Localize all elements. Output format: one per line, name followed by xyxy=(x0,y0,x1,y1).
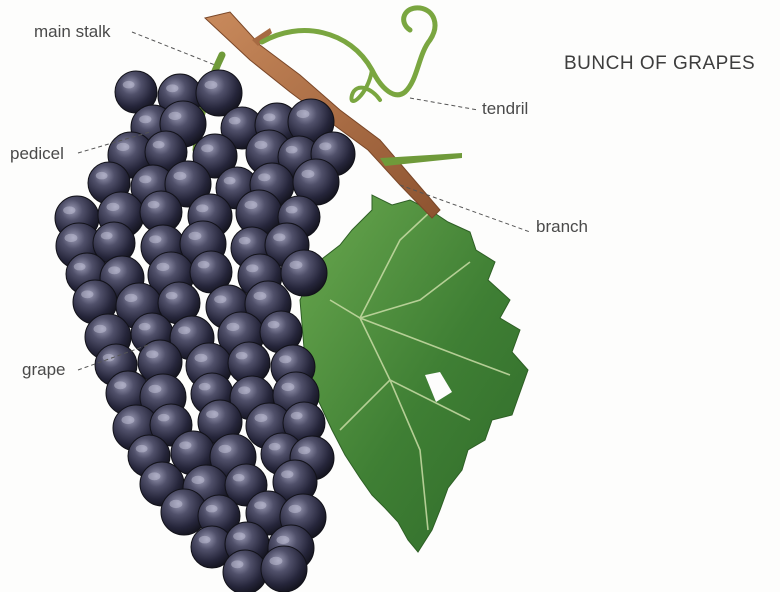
diagram-title: BUNCH OF GRAPES xyxy=(564,53,755,75)
grape-highlight xyxy=(74,263,86,271)
grape-highlight xyxy=(270,557,283,565)
grape-highlight xyxy=(179,441,191,449)
grape-berry xyxy=(261,546,307,592)
grape-highlight xyxy=(281,470,293,478)
grape-berry xyxy=(281,250,327,296)
grape-highlight xyxy=(122,416,135,424)
grape-highlight xyxy=(263,113,275,121)
grape-highlight xyxy=(63,206,75,214)
grape-highlight xyxy=(123,81,135,89)
grape-highlight xyxy=(117,143,130,151)
grape-highlight xyxy=(192,476,205,484)
grape-highlight xyxy=(199,383,211,391)
grape-highlight xyxy=(139,323,151,331)
grape-highlight xyxy=(149,235,161,243)
grape-highlight xyxy=(205,81,218,89)
grape-berry xyxy=(223,550,267,592)
grape-highlight xyxy=(139,175,151,183)
grape-highlight xyxy=(239,237,251,245)
grape-highlight xyxy=(157,263,170,271)
grape-highlight xyxy=(219,445,232,453)
label-tendril: tendril xyxy=(482,99,528,119)
grape-highlight xyxy=(291,412,303,420)
grape-highlight xyxy=(199,536,211,544)
grape-highlight xyxy=(158,414,170,422)
grape-highlight xyxy=(231,560,243,568)
grape-highlight xyxy=(233,532,245,540)
grape-highlight xyxy=(258,173,270,181)
grape-highlight xyxy=(101,232,113,240)
grape-highlight xyxy=(302,170,315,178)
grape-highlight xyxy=(114,381,126,389)
grape-highlight xyxy=(289,505,302,513)
grape-highlight xyxy=(255,414,268,422)
grape-highlight xyxy=(170,500,183,508)
grape-highlight xyxy=(139,115,151,123)
label-main-stalk: main stalk xyxy=(34,22,111,42)
leaf xyxy=(300,195,528,552)
grape-highlight xyxy=(254,501,266,509)
label-grape: grape xyxy=(22,360,65,380)
grape-highlight xyxy=(201,144,213,152)
grape-highlight xyxy=(238,386,250,394)
grape-highlight xyxy=(255,141,268,149)
grape-highlight xyxy=(227,323,240,331)
grape-highlight xyxy=(233,474,245,482)
grape-highlight xyxy=(166,84,178,92)
label-pedicel: pedicel xyxy=(10,144,64,164)
grape-highlight xyxy=(149,385,162,393)
grape-highlight xyxy=(166,292,178,300)
grape-highlight xyxy=(319,142,331,150)
grape-highlight xyxy=(286,146,298,154)
grape-highlight xyxy=(282,383,295,391)
grape-highlight xyxy=(268,321,280,329)
grape-highlight xyxy=(107,203,120,211)
grape-highlight xyxy=(146,350,158,358)
grape-highlight xyxy=(224,177,236,185)
grape-highlight xyxy=(290,261,303,269)
grape-highlight xyxy=(108,266,120,274)
grape-highlight xyxy=(148,472,160,480)
grape-highlight xyxy=(174,172,187,180)
grape-highlight xyxy=(94,325,107,333)
grape-highlight xyxy=(148,201,160,209)
grape-highlight xyxy=(196,204,208,212)
grape-highlight xyxy=(229,117,241,125)
grape-highlight xyxy=(246,264,258,272)
label-branch: branch xyxy=(536,217,588,237)
grape-highlight xyxy=(136,445,148,453)
grape-highlight xyxy=(214,295,226,303)
grape-highlight xyxy=(169,112,182,120)
grape-highlight xyxy=(206,410,218,418)
grape-highlight xyxy=(254,292,267,300)
grape-highlight xyxy=(297,110,310,118)
grape-highlight xyxy=(153,141,165,149)
grape-highlight xyxy=(245,201,258,209)
grape-highlight xyxy=(96,172,108,180)
grape-highlight xyxy=(277,536,290,544)
grape-highlight xyxy=(178,326,190,334)
grape-highlight xyxy=(65,234,78,242)
grape-highlight xyxy=(81,290,93,298)
grape-highlight xyxy=(286,206,298,214)
grape-highlight xyxy=(269,443,281,451)
grape-highlight xyxy=(206,505,218,513)
grape-highlight xyxy=(198,261,210,269)
grape-highlight xyxy=(195,354,208,362)
grape-highlight xyxy=(279,355,291,363)
grape-highlight xyxy=(273,233,285,241)
grape-highlight xyxy=(189,232,202,240)
grape-highlight xyxy=(236,352,248,360)
grape-highlight xyxy=(125,294,138,302)
grape-highlight xyxy=(298,446,310,454)
